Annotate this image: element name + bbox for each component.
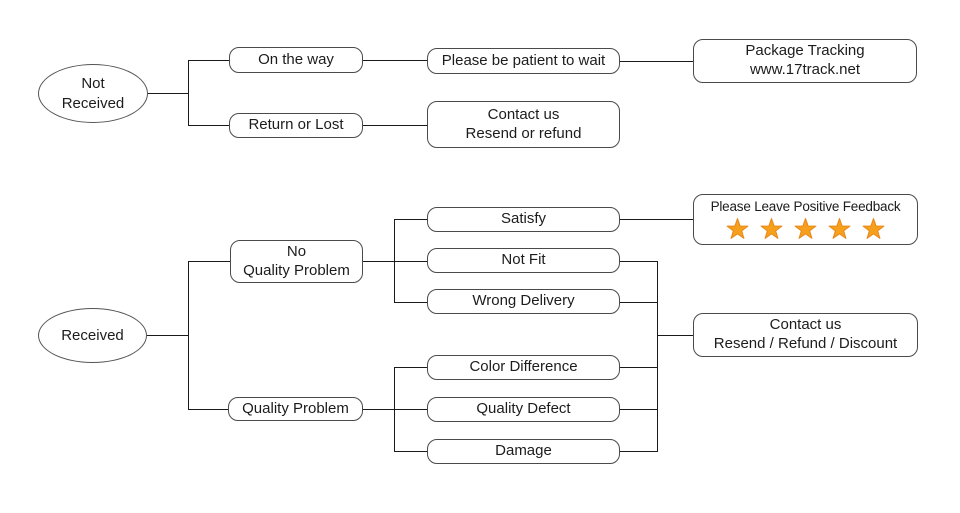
connector-line [394,219,395,302]
node-satisfy: Satisfy [427,207,620,232]
connector-line [363,125,427,126]
star-icon [794,218,817,240]
star-icon [726,218,749,240]
connector-line [394,367,427,368]
node-wrong-delivery: Wrong Delivery [427,289,620,314]
node-on-the-way: On the way [229,47,363,73]
node-no-quality-problem: No Quality Problem [230,240,363,283]
node-contact-resend-refund: Contact us Resend or refund [427,101,620,148]
connector-line [188,409,228,410]
connector-line [620,261,658,262]
connector-line [188,60,189,126]
connector-line [620,302,658,303]
connector-line [657,335,693,336]
connector-line [363,409,427,410]
star-icon [760,218,783,240]
connector-line [188,261,230,262]
connector-line [188,60,229,61]
star-rating [725,217,886,242]
connector-line [188,125,229,126]
node-damage: Damage [427,439,620,464]
node-positive-feedback: Please Leave Positive Feedback [693,194,918,245]
connector-line [620,367,658,368]
node-be-patient: Please be patient to wait [427,48,620,74]
connector-line [620,219,693,220]
connector-line [394,302,427,303]
connector-line [394,451,427,452]
connector-line [620,451,658,452]
connector-line [657,261,658,452]
connector-line [363,261,427,262]
star-icon [862,218,885,240]
node-quality-problem: Quality Problem [228,397,363,421]
connector-line [620,61,693,62]
connector-line [394,219,427,220]
star-icon [828,218,851,240]
connector-line [620,409,658,410]
connector-line [188,261,189,410]
connector-line [147,93,189,94]
connector-line [363,60,427,61]
node-received: Received [38,308,147,363]
node-quality-defect: Quality Defect [427,397,620,422]
feedback-title: Please Leave Positive Feedback [710,198,901,214]
node-not-received: Not Received [38,64,148,123]
node-return-or-lost: Return or Lost [229,113,363,138]
node-color-difference: Color Difference [427,355,620,380]
node-contact-resend-refund-discount: Contact us Resend / Refund / Discount [693,313,918,357]
node-not-fit: Not Fit [427,248,620,273]
connector-line [394,367,395,452]
node-package-tracking: Package Tracking www.17track.net [693,39,917,83]
connector-line [147,335,189,336]
